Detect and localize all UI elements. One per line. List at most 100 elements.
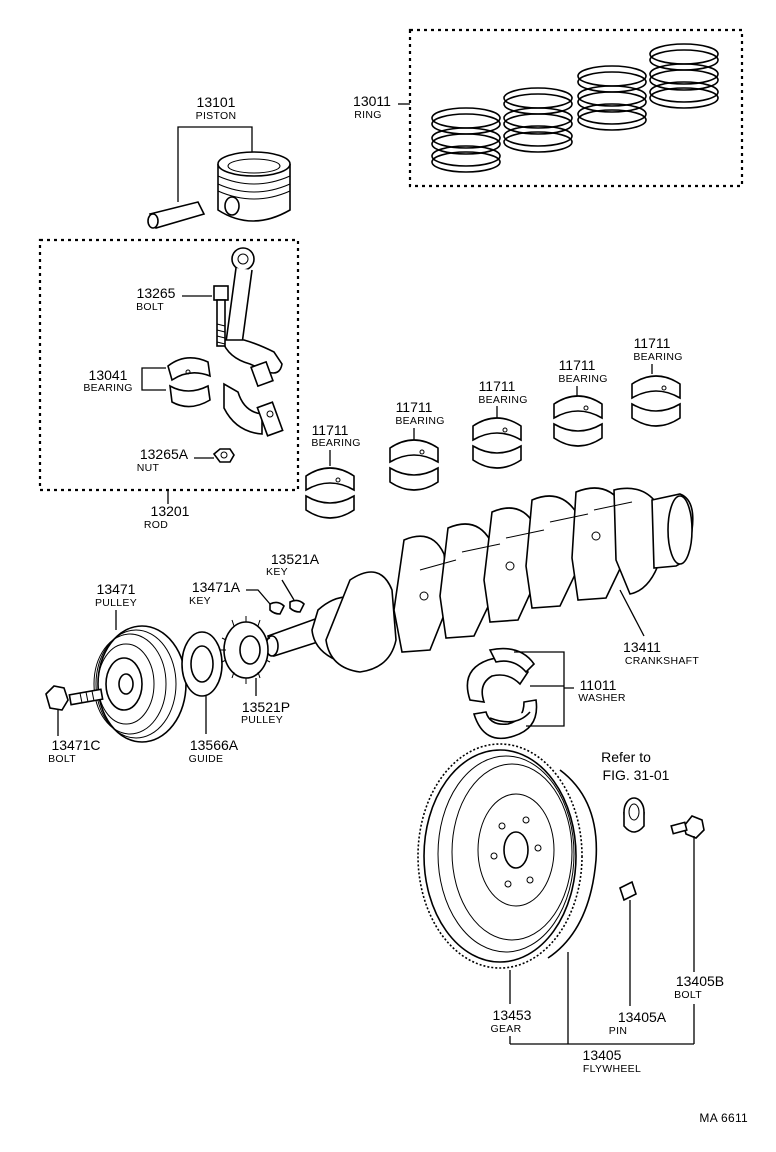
main-bearing-2-illustration	[389, 439, 439, 491]
flywheel-bolt-label: BOLT	[674, 989, 702, 1001]
pulley-bolt-illustration	[45, 685, 104, 711]
crank-pulley-illustration	[93, 625, 187, 743]
crankshaft-callout: 13411 CRANKSHAFT	[619, 589, 699, 667]
main-bearing-5-label: BEARING	[633, 351, 682, 363]
rod-bearing-leader	[141, 367, 166, 391]
pulley-bolt-number: 13471C	[51, 737, 100, 753]
main-bearing-1-label: BEARING	[311, 437, 360, 449]
flywheel-bolt-callout: 13405B BOLT	[674, 836, 724, 1001]
timing-pulley-label: PULLEY	[241, 714, 283, 726]
thrust-washer-label: WASHER	[578, 692, 626, 704]
rod-assembly-boundary	[38, 238, 300, 492]
rod-nut-callout: 13265A NUT	[137, 446, 214, 474]
timing-pulley-illustration	[220, 616, 271, 684]
thrust-washer-callout: 11011 WASHER	[514, 651, 626, 727]
crank-pulley-number: 13471	[97, 581, 136, 597]
rod-nut-number: 13265A	[140, 446, 189, 462]
pulley-key-number: 13471A	[192, 579, 241, 595]
crankshaft-leader	[619, 589, 645, 637]
figure-code: MA 6611	[699, 1111, 748, 1125]
crank-pulley-label: PULLEY	[95, 597, 137, 609]
ring-number: 13011	[353, 93, 391, 109]
main-bearing-4-number: 11711	[559, 357, 596, 373]
flywheel-callout: 13405 FLYWHEEL	[509, 952, 695, 1075]
rod-callout: 13201 ROD	[144, 490, 190, 531]
piston-illustration	[147, 151, 291, 229]
crankshaft-illustration	[265, 487, 694, 673]
main-bearing-2-number: 11711	[396, 399, 433, 415]
ring-label: RING	[354, 109, 381, 121]
main-bearing-3-illustration	[472, 417, 522, 469]
crank-pulley-callout: 13471 PULLEY	[95, 581, 137, 630]
flywheel-bolt-number: 13405B	[676, 973, 724, 989]
timing-guide-callout: 13566A GUIDE	[189, 696, 239, 765]
main-bearing-2-label: BEARING	[395, 415, 444, 427]
rod-bearing-callout: 13041 BEARING	[83, 367, 166, 394]
rod-nut-illustration	[212, 448, 235, 463]
main-bearing-5-number: 11711	[634, 335, 671, 351]
ring-gear-callout: 13453 GEAR	[491, 970, 532, 1035]
piston-number: 13101	[197, 94, 236, 110]
crank-key-number: 13521A	[271, 551, 320, 567]
crank-key-callout: 13521A KEY	[266, 551, 320, 601]
timing-guide-number: 13566A	[190, 737, 239, 753]
pulley-bolt-callout: 13471C BOLT	[48, 710, 101, 765]
rod-bolt-label: BOLT	[136, 301, 164, 313]
flywheel-label: FLYWHEEL	[583, 1063, 641, 1075]
flywheel-pin-number: 13405A	[618, 1009, 667, 1025]
pilot-bearing-illustration	[623, 797, 645, 833]
flywheel-bolt-illustration	[670, 815, 705, 839]
thrust-washer-illustration	[466, 647, 538, 740]
main-bearing-3-label: BEARING	[478, 394, 527, 406]
rod-label: ROD	[144, 519, 168, 531]
piston-callout: 13101 PISTON	[177, 94, 253, 202]
rod-bolt-number: 13265	[137, 285, 176, 301]
rod-bearing-illustration	[167, 357, 211, 408]
timing-pulley-number: 13521P	[242, 699, 290, 715]
rod-nut-label: NUT	[137, 462, 160, 474]
pulley-key-label: KEY	[189, 595, 211, 607]
thrust-washer-leader	[514, 651, 574, 727]
main-bearing-4-callout: 11711 BEARING	[558, 357, 607, 396]
ring-gear-label: GEAR	[491, 1023, 522, 1035]
flywheel-illustration	[417, 743, 598, 969]
rod-bolt-illustration	[213, 285, 229, 347]
main-bearing-4-label: BEARING	[558, 373, 607, 385]
crankshaft-label: CRANKSHAFT	[625, 655, 699, 667]
main-bearing-4-illustration	[553, 395, 603, 447]
rod-number: 13201	[151, 503, 190, 519]
main-bearing-3-callout: 11711 BEARING	[478, 378, 527, 418]
pulley-key-callout: 13471A KEY	[189, 579, 271, 607]
rod-illustration	[220, 247, 284, 437]
main-bearing-1-callout: 11711 BEARING	[311, 422, 360, 466]
flywheel-pin-label: PIN	[609, 1025, 627, 1037]
rod-bearing-label: BEARING	[83, 382, 132, 394]
piston-label: PISTON	[196, 110, 237, 122]
main-bearing-2-callout: 11711 BEARING	[395, 399, 444, 440]
crank-key-illustration	[289, 599, 305, 613]
reference-note: Refer to FIG. 31-01	[601, 749, 670, 783]
ring-gear-number: 13453	[493, 1007, 532, 1023]
piston-leader	[177, 126, 253, 202]
reference-line-2: FIG. 31-01	[603, 767, 670, 783]
flywheel-pin-illustration	[619, 880, 637, 902]
main-bearing-5-callout: 11711 BEARING	[633, 335, 682, 374]
rod-bolt-callout: 13265 BOLT	[136, 285, 212, 313]
ring-callout: 13011 RING	[353, 28, 744, 188]
crank-key-label: KEY	[266, 566, 288, 578]
main-bearing-3-number: 11711	[479, 378, 516, 394]
pulley-key-illustration	[269, 601, 285, 615]
crank-key-leader	[281, 579, 295, 601]
reference-line-1: Refer to	[601, 749, 651, 765]
timing-pulley-callout: 13521P PULLEY	[241, 678, 290, 726]
ring-set-boundary	[408, 28, 744, 188]
timing-guide-illustration	[181, 631, 223, 697]
rod-bearing-number: 13041	[89, 367, 128, 383]
timing-guide-label: GUIDE	[189, 753, 224, 765]
flywheel-pin-callout: 13405A PIN	[609, 900, 667, 1037]
flywheel-leader	[509, 952, 695, 1045]
ring-set-illustration	[431, 43, 719, 173]
main-bearing-1-illustration	[305, 467, 355, 519]
main-bearing-5-illustration	[631, 375, 681, 427]
